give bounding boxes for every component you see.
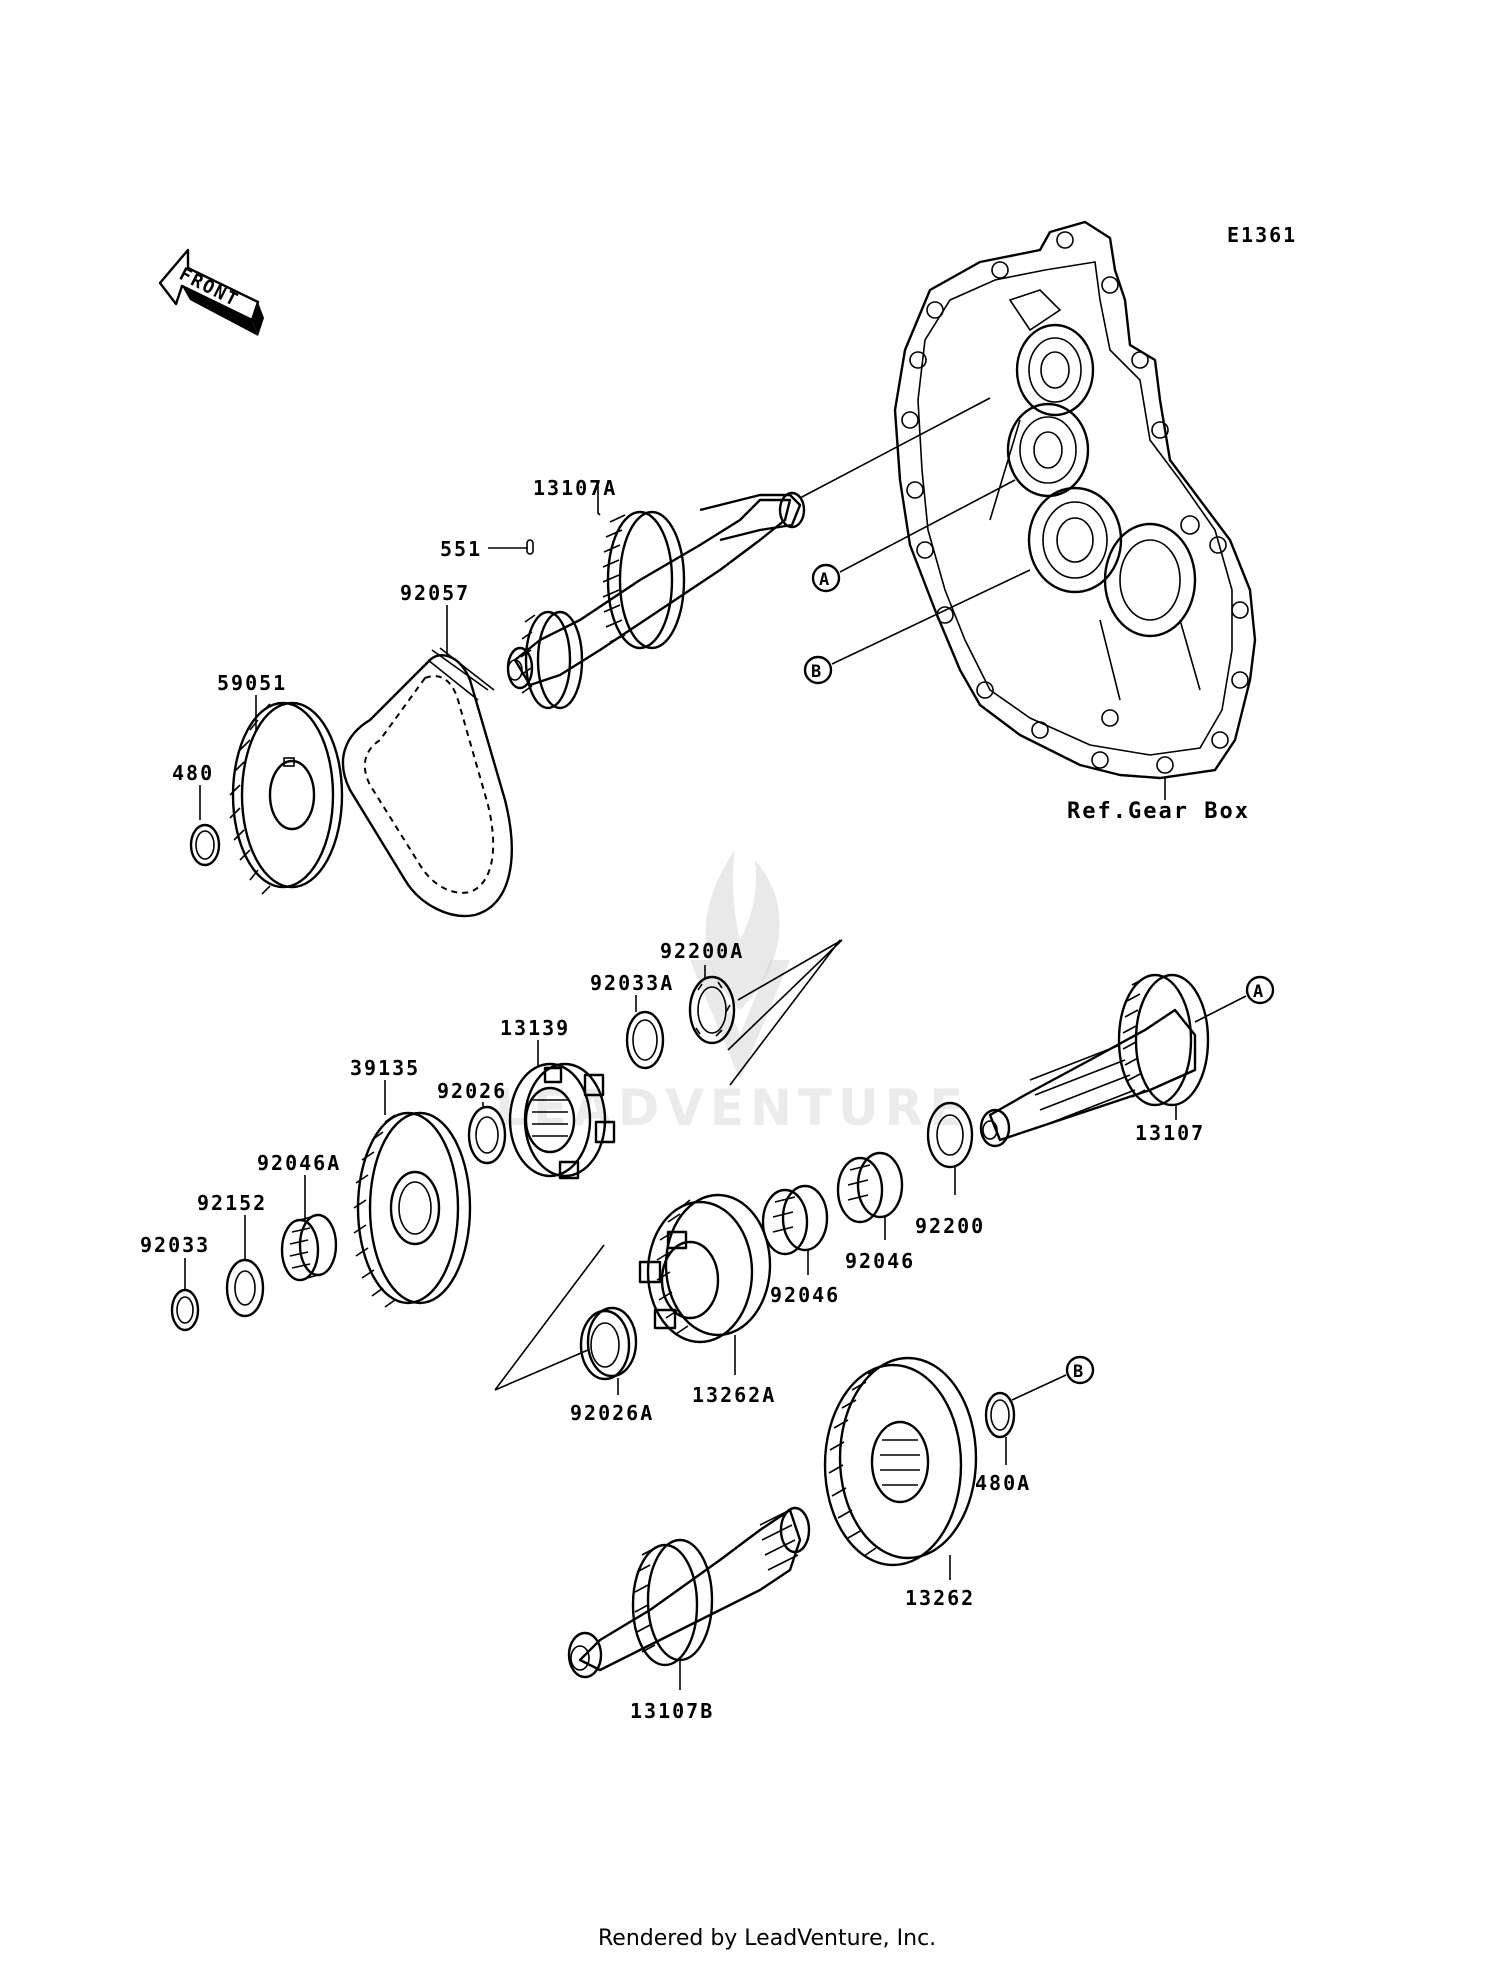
label-13139: 13139 — [500, 1016, 570, 1040]
gear-box-case — [893, 220, 1257, 780]
bearing-output — [1103, 522, 1197, 638]
washer-92152 — [225, 1258, 265, 1318]
circlip-92033 — [170, 1288, 200, 1332]
label-92200: 92200 — [915, 1214, 985, 1238]
shaft-13107A — [506, 491, 806, 710]
bearing-92046-a — [836, 1151, 904, 1224]
label-13107: 13107 — [1135, 1121, 1205, 1145]
label-480A: 480A — [975, 1471, 1031, 1495]
diagram-code: E1361 — [1227, 223, 1297, 247]
bearing-lower — [1027, 486, 1123, 594]
washer-92200 — [926, 1101, 974, 1169]
callout-b-lower: B — [1011, 1355, 1095, 1401]
collar-92026A — [579, 1306, 638, 1381]
watermark-text: LEADVENTURE — [495, 1079, 969, 1137]
part-labels: 13107A 551 92057 59051 480 92200A 92033A… — [140, 476, 1205, 1723]
label-39135: 39135 — [350, 1056, 420, 1080]
label-92152: 92152 — [197, 1191, 267, 1215]
dog-13139 — [508, 1062, 616, 1180]
front-arrow-icon: FRONT — [158, 248, 264, 336]
label-13262A: 13262A — [692, 1383, 776, 1407]
bearing-middle — [1006, 402, 1090, 498]
washer-92200A — [688, 975, 736, 1045]
svg-text:B: B — [811, 662, 823, 682]
label-92026: 92026 — [437, 1079, 507, 1103]
svg-text:B: B — [1073, 1362, 1085, 1382]
shaft-13107 — [979, 973, 1210, 1148]
callout-a-lower: A — [1194, 975, 1275, 1023]
label-551: 551 — [440, 537, 482, 561]
label-92046A: 92046A — [257, 1151, 341, 1175]
footer-credit: Rendered by LeadVenture, Inc. — [598, 1926, 936, 1951]
label-59051: 59051 — [217, 671, 287, 695]
label-92200A: 92200A — [660, 939, 744, 963]
gear-13262 — [823, 1356, 978, 1567]
ref-gear-box-label: Ref.Gear Box — [1067, 799, 1250, 824]
label-13107B: 13107B — [630, 1699, 714, 1723]
label-92026A: 92026A — [570, 1401, 654, 1425]
bearing-upper — [1015, 323, 1095, 417]
svg-text:A: A — [1253, 982, 1265, 1002]
callout-b-upper: B — [803, 569, 1031, 685]
label-92033: 92033 — [140, 1233, 210, 1257]
label-480: 480 — [172, 761, 214, 785]
label-92046-right: 92046 — [845, 1249, 915, 1273]
sprocket-59051 — [229, 701, 344, 895]
svg-text:A: A — [819, 570, 831, 590]
circlip-480A — [984, 1391, 1016, 1439]
leader-lines — [184, 485, 1177, 1690]
bearing-92046A — [280, 1213, 338, 1282]
circlip-92033A — [625, 1010, 665, 1070]
label-13262: 13262 — [905, 1586, 975, 1610]
label-92046-left: 92046 — [770, 1283, 840, 1307]
gear-39135 — [353, 1111, 472, 1308]
gear-13262A — [638, 1193, 772, 1344]
callout-a-upper: A — [811, 479, 1016, 593]
chain-92057 — [341, 647, 513, 918]
label-92057: 92057 — [400, 581, 470, 605]
circlip-480 — [189, 823, 221, 867]
washer-92026 — [467, 1105, 507, 1165]
shaft-13107B — [567, 1506, 811, 1679]
label-92033A: 92033A — [590, 971, 674, 995]
label-13107A: 13107A — [533, 476, 617, 500]
bearing-92046-b — [761, 1184, 829, 1256]
